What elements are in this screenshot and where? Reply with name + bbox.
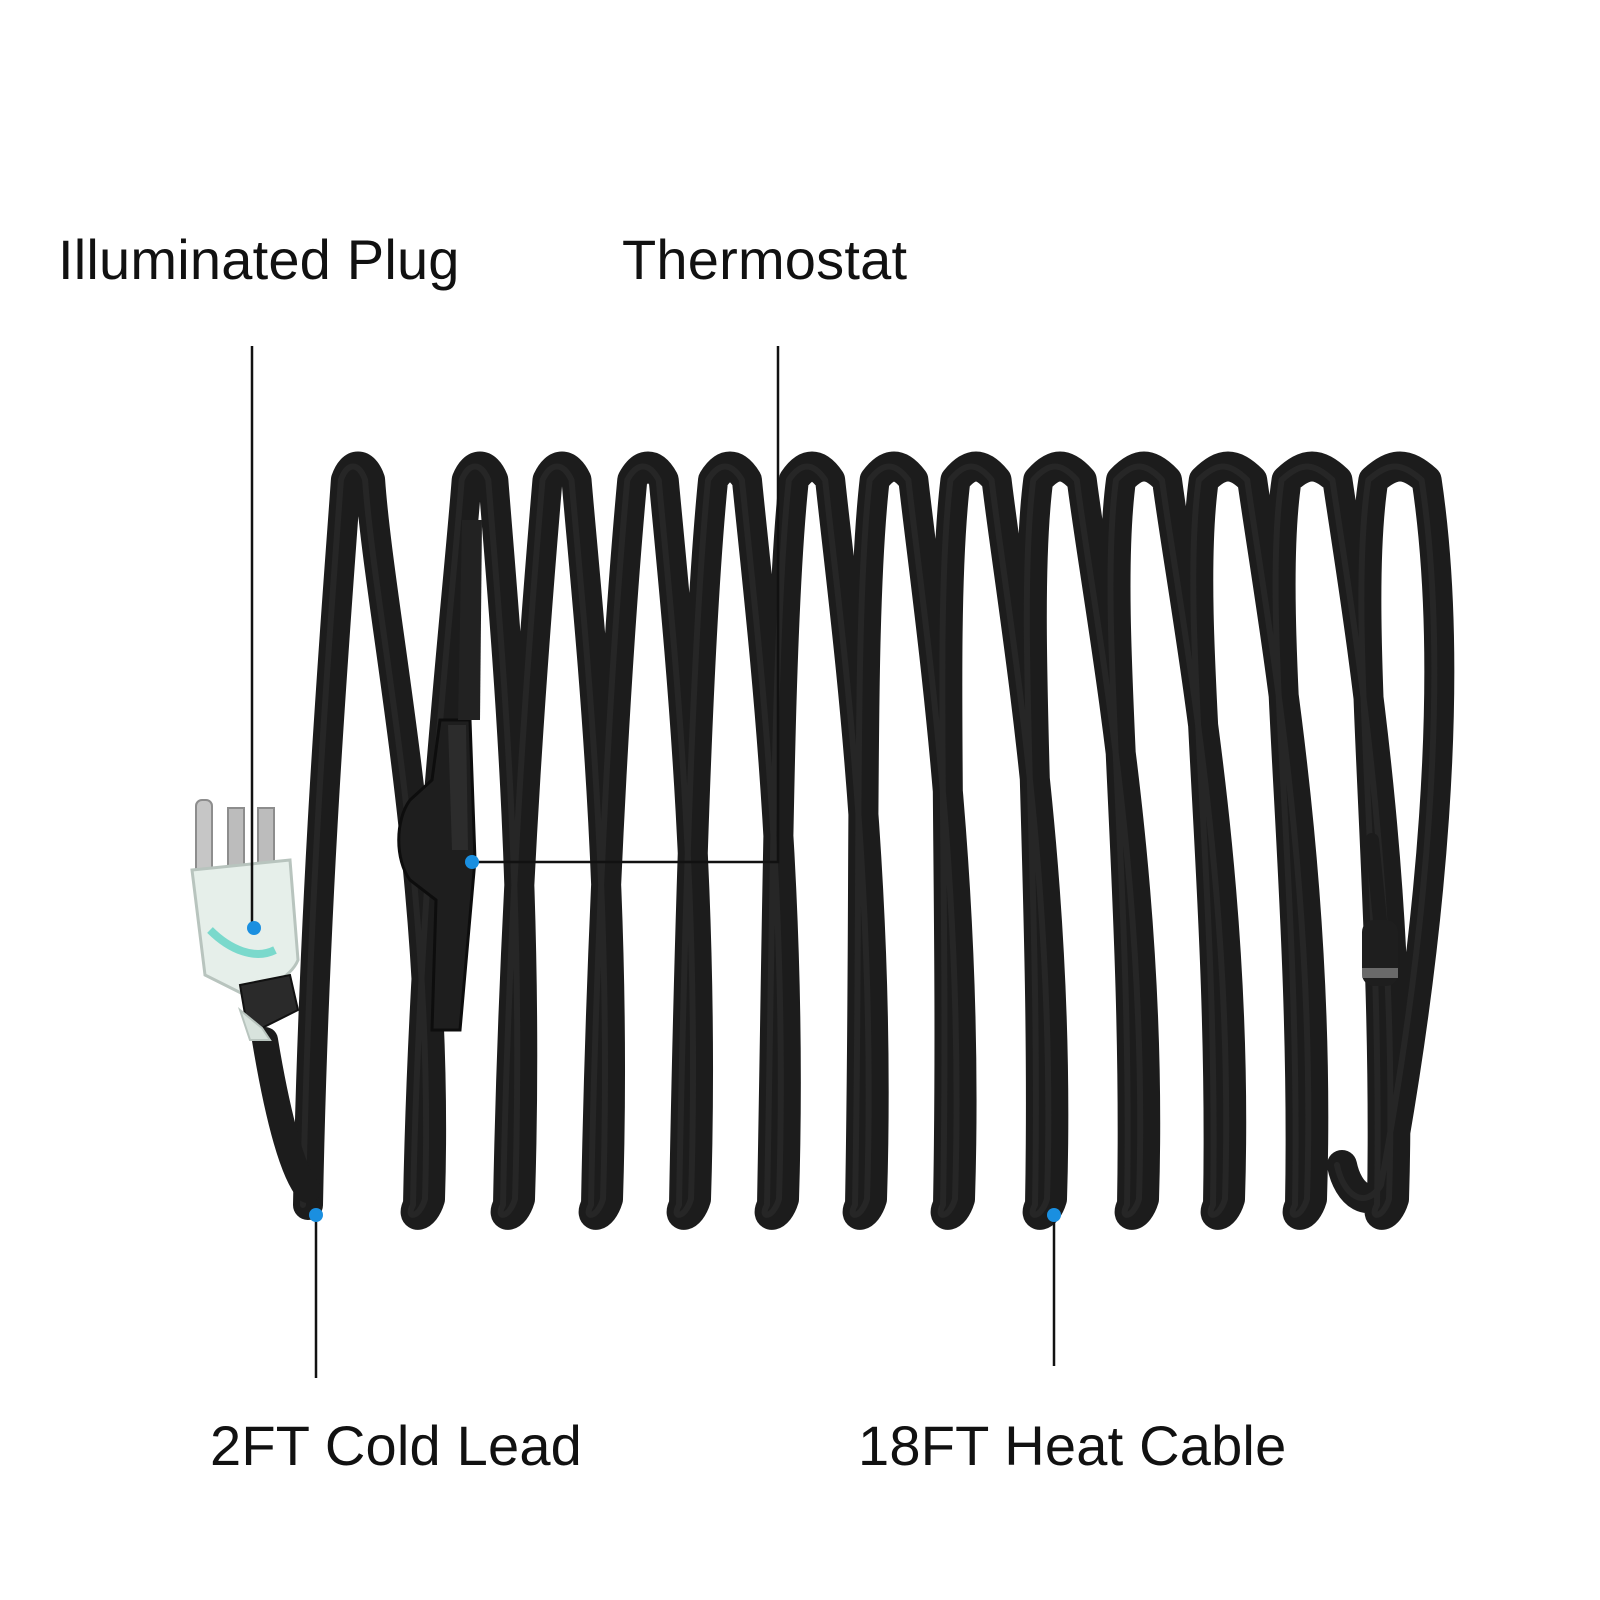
thermostat-callout-line (470, 346, 780, 864)
thermostat-icon (397, 520, 482, 1032)
heat-cable-highlight (300, 463, 1438, 1218)
illuminated-plug-icon (190, 799, 300, 1041)
cable-end-cap-icon (1362, 833, 1398, 986)
callout-lines (250, 346, 1056, 1378)
illuminated-plug-label: Illuminated Plug (58, 228, 460, 291)
heat-cable-path (293, 451, 1455, 1230)
thermostat-callout-dot (465, 855, 479, 869)
heat-cable-callout-dot (1047, 1208, 1061, 1222)
thermostat-label: Thermostat (622, 228, 908, 291)
cold-lead-cable (252, 1027, 321, 1203)
plug-callout-dot (247, 921, 261, 935)
cold-lead-label: 2FT Cold Lead (210, 1414, 583, 1477)
callout-dots (247, 855, 1061, 1222)
heat-cable-coil (293, 451, 1455, 1230)
heat-cable-label: 18FT Heat Cable (858, 1414, 1287, 1477)
cold-lead-callout-dot (309, 1208, 323, 1222)
